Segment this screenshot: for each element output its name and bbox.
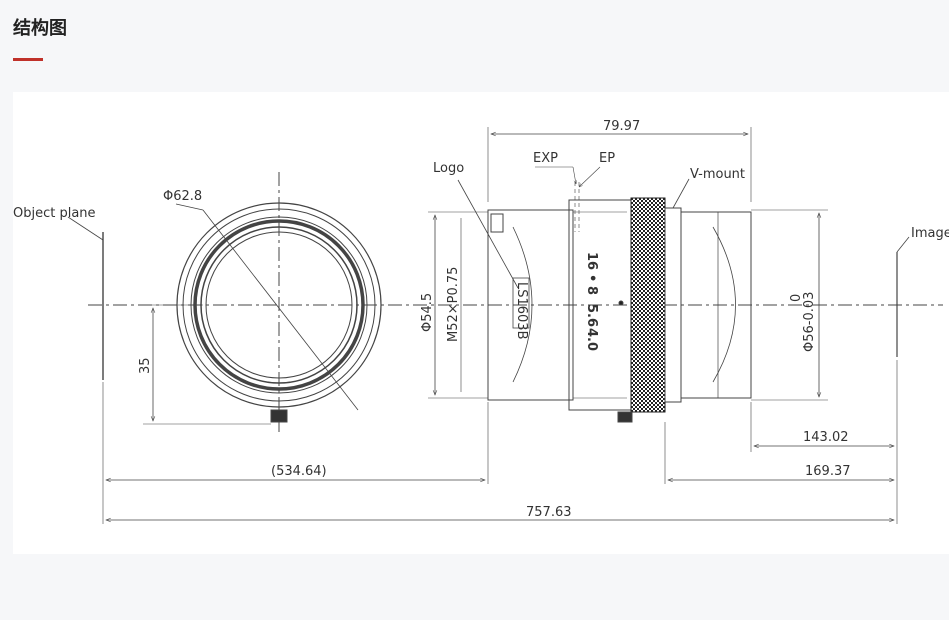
dim-143-label: 143.02	[803, 430, 849, 445]
logo-label: Logo	[433, 161, 464, 176]
lens-structure-diagram: Object plane Image Logo EXP EP V-mount L…	[13, 119, 949, 524]
aperture-16: 16	[584, 252, 599, 270]
body-diameter-dim: Φ54.5	[420, 293, 435, 332]
object-plane-leader	[67, 216, 104, 241]
object-plane-label: Object plane	[13, 206, 96, 221]
section-title: 结构图	[13, 18, 67, 39]
aperture-scale: 16 • 8 5.6 4.0	[584, 252, 599, 351]
front-view	[143, 172, 382, 432]
lens-length-dim: 79.97	[603, 119, 640, 134]
object-distance-dim: (534.64)	[271, 464, 327, 479]
title-underline	[13, 58, 43, 61]
exp-label: EXP	[533, 151, 558, 166]
dim-169-label: 169.37	[805, 464, 851, 479]
structure-drawing: Object plane Image Logo EXP EP V-mount L…	[13, 92, 949, 554]
side-view	[428, 127, 828, 423]
height-35-dim: 35	[138, 357, 153, 374]
front-diameter-dim: Φ62.8	[163, 189, 202, 204]
diameter-62-line	[202, 209, 359, 411]
focus-ring	[630, 197, 666, 413]
total-length-dim: 757.63	[526, 505, 572, 520]
model-label: LS1603B	[514, 282, 529, 340]
lock-screw	[270, 409, 288, 423]
aperture-4-0: 4.0	[584, 328, 599, 351]
aperture-8: 8	[584, 286, 599, 295]
image-label: Image	[911, 226, 949, 241]
ep-label: EP	[599, 151, 615, 166]
aperture-dot: •	[584, 274, 599, 282]
v-mount-label: V-mount	[690, 167, 745, 182]
aperture-5-6: 5.6	[584, 304, 599, 327]
thread-dim: M52×P0.75	[446, 267, 461, 342]
mount-tolerance-upper: 0	[789, 294, 804, 302]
mount-diameter-dim: Φ56-0.03	[802, 292, 817, 352]
